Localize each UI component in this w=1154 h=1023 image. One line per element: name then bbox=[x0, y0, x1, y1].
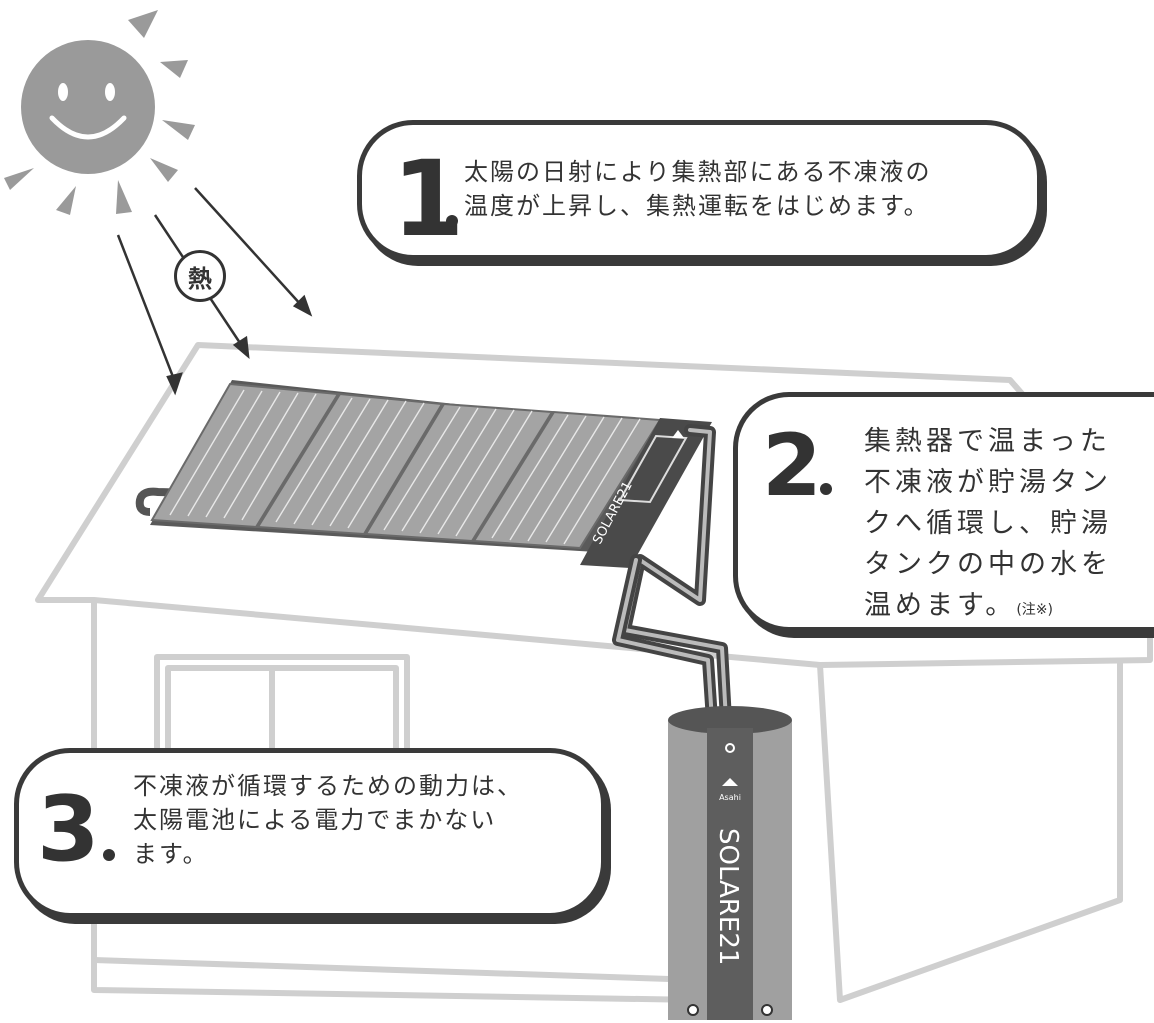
sun-smile bbox=[49, 115, 127, 140]
step-2-note: (注※) bbox=[1016, 602, 1053, 618]
step-2-line-1: 集熱器で温まった bbox=[864, 426, 1111, 457]
collector-controller bbox=[580, 418, 712, 568]
step-1-callout: 1 太陽の日射により集熱部にある不凍液の 温度が上昇し、集熱運転をはじめます。 bbox=[357, 120, 1042, 260]
house-floor-line bbox=[93, 957, 701, 983]
house-right-wall bbox=[817, 660, 1123, 1003]
step-2-line-4: タンクの中の水を bbox=[864, 549, 1112, 580]
house-left-wall bbox=[91, 600, 701, 1003]
collector-stripes bbox=[169, 389, 641, 545]
tank-front-strip bbox=[707, 728, 753, 1020]
sun-face bbox=[21, 40, 155, 174]
step-3-number: 3 bbox=[37, 777, 100, 882]
collector-left-pipe bbox=[135, 487, 237, 516]
solar-collector: SOLARE21 bbox=[135, 380, 712, 568]
step-2-number: 2 bbox=[762, 416, 822, 516]
tank-indicator bbox=[725, 743, 735, 753]
step-2-bullet bbox=[820, 483, 832, 495]
step-3-text: 不凍液が循環するための動力は、 太陽電池による電力でまかない ます。 bbox=[133, 769, 523, 871]
step-2-line-5: 温めます。(注※) bbox=[864, 585, 1112, 631]
step-3-callout: 3 不凍液が循環するための動力は、 太陽電池による電力でまかない ます。 bbox=[14, 748, 606, 918]
circulation-pipes bbox=[612, 424, 732, 726]
heat-label: 熱 bbox=[174, 250, 226, 302]
sun-right-eye bbox=[105, 83, 115, 101]
tank-valve-right bbox=[761, 1004, 773, 1016]
step-2-line-5-text: 温めます。 bbox=[864, 590, 1017, 621]
step-1-number: 1 bbox=[392, 138, 465, 260]
house-window-inner bbox=[165, 665, 399, 761]
tank-brand-text: SOLARE21 bbox=[713, 828, 743, 965]
step-2-line-3: クへ循環し、貯湯 bbox=[864, 508, 1112, 539]
step-1-line-1: 太陽の日射により集熱部にある不凍液の bbox=[464, 158, 932, 186]
step-1-text: 太陽の日射により集熱部にある不凍液の 温度が上昇し、集熱運転をはじめます。 bbox=[464, 155, 932, 223]
sun bbox=[4, 10, 195, 215]
step-3-bullet bbox=[103, 849, 115, 861]
tank-top bbox=[668, 706, 792, 734]
collector-display-window bbox=[618, 434, 688, 504]
collector-logo-icon bbox=[672, 430, 684, 438]
tank-logo-icon bbox=[722, 778, 738, 786]
step-1-bullet bbox=[446, 215, 458, 227]
collector-panels bbox=[150, 382, 662, 550]
step-3-line-3: ます。 bbox=[133, 840, 209, 868]
sun-left-eye bbox=[58, 83, 68, 101]
step-2-callout: 2 集熱器で温まった 不凍液が貯湯タン クへ循環し、貯湯 タンクの中の水を 温め… bbox=[733, 392, 1154, 632]
step-1-line-2: 温度が上昇し、集熱運転をはじめます。 bbox=[464, 192, 930, 220]
sun-rays bbox=[4, 10, 195, 215]
step-3-line-2: 太陽電池による電力でまかない bbox=[133, 806, 497, 834]
step-2-text: 集熱器で温まった 不凍液が貯湯タン クへ循環し、貯湯 タンクの中の水を 温めます… bbox=[864, 421, 1112, 631]
storage-tank: Asahi SOLARE21 bbox=[668, 706, 792, 1020]
step-3-line-1: 不凍液が循環するための動力は、 bbox=[133, 772, 523, 800]
tank-valve-left bbox=[687, 1004, 699, 1016]
tank-logo-text: Asahi bbox=[719, 793, 741, 802]
step-2-line-2: 不凍液が貯湯タン bbox=[864, 467, 1112, 498]
